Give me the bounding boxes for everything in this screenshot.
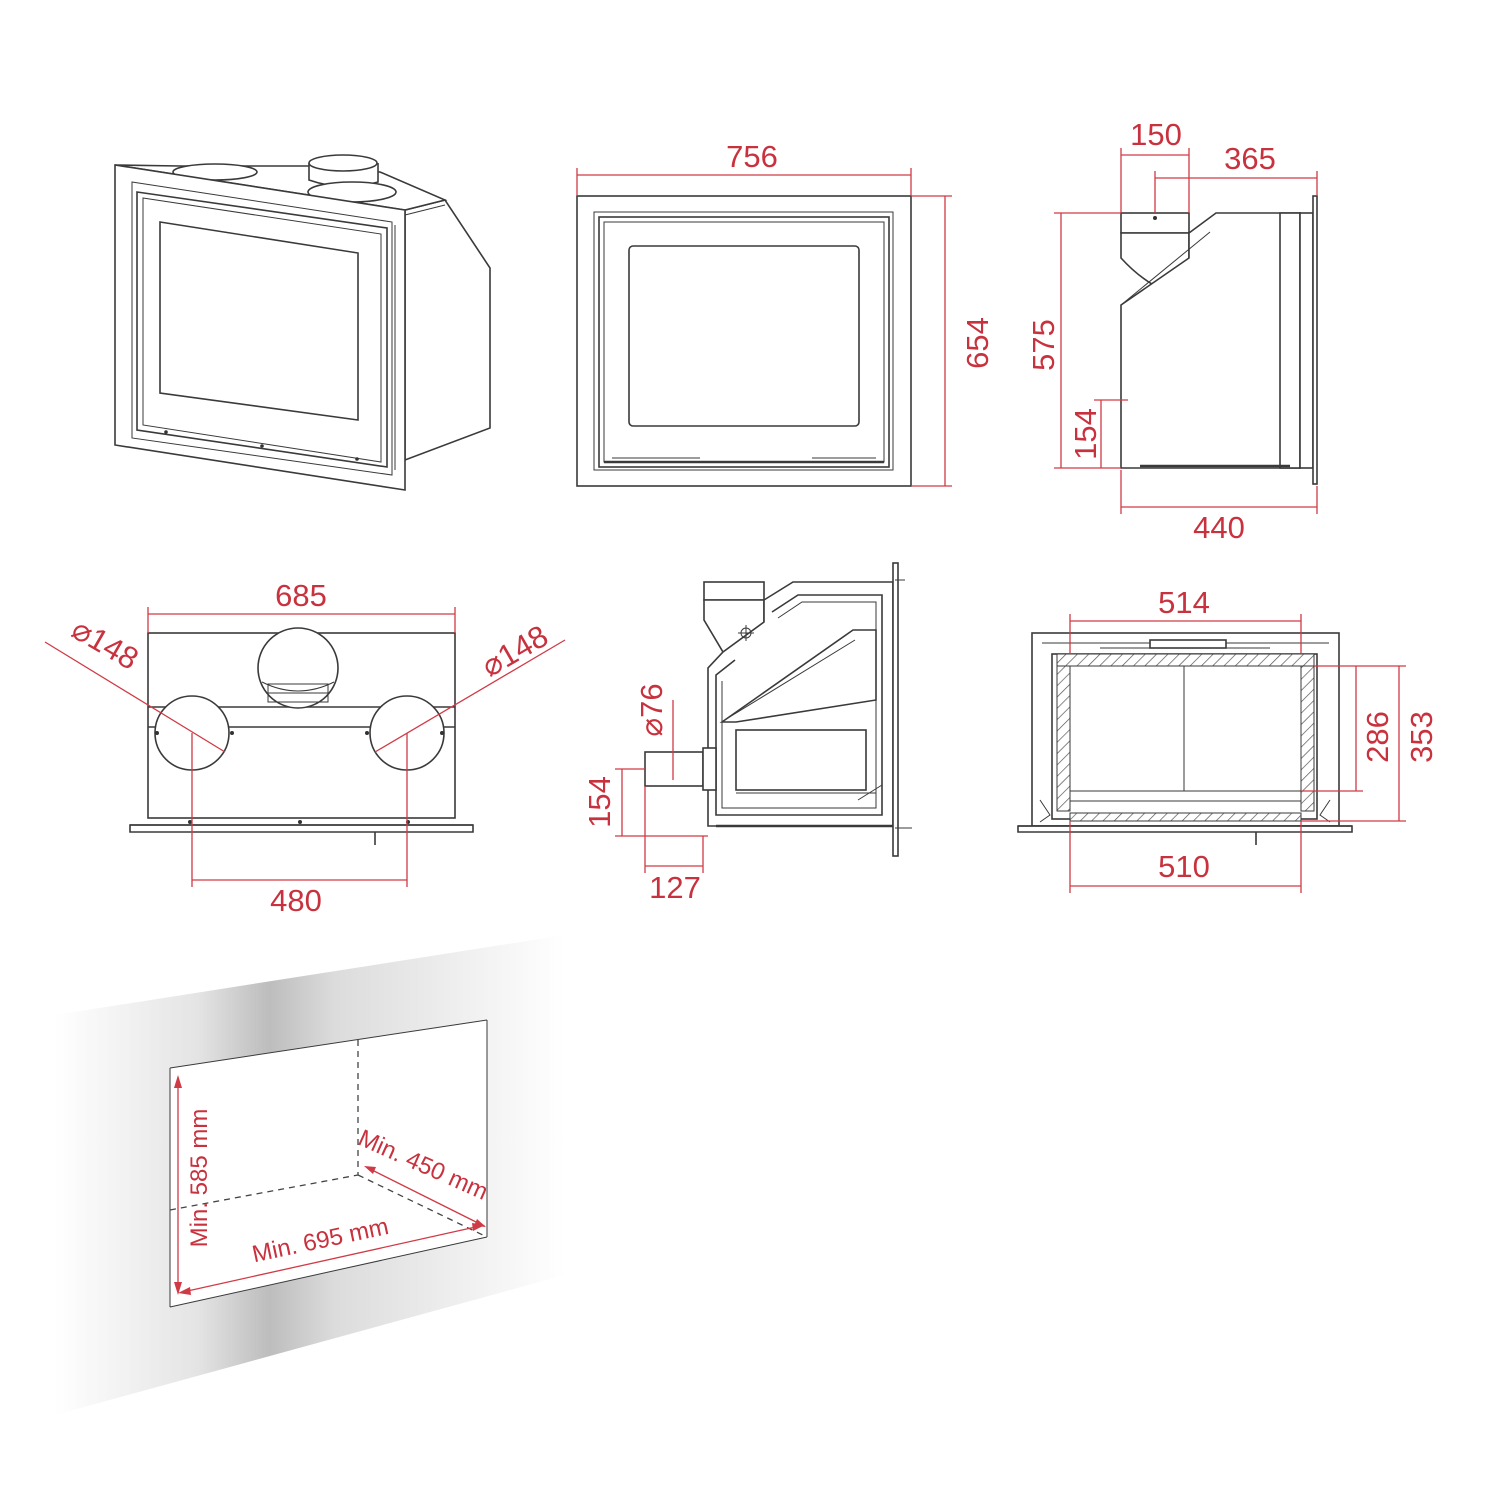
niche-view: Min. 585 mm Min. 450 mm Min. 695 mm [55,935,565,1415]
side-depth-label: 440 [1193,510,1245,545]
side-height-label: 575 [1026,319,1061,371]
firebox-bottom-width-label: 510 [1158,849,1210,884]
top-right-diameter-label: ⌀148 [476,618,554,684]
front-view: 756 654 [576,139,995,487]
top-width-label: 685 [275,578,327,613]
section-inlet-offset-label: 127 [649,870,701,905]
side-flue-width-label: 150 [1130,117,1182,152]
firebox-inner-height-label: 286 [1360,711,1395,763]
firebox-top-width-label: 514 [1158,585,1210,620]
side-view: 150 365 575 154 440 [1026,117,1318,545]
front-width-label: 756 [726,139,778,174]
top-left-diameter-label: ⌀148 [66,611,144,677]
section-view: ⌀76 154 127 [582,562,912,905]
section-inlet-height-label: 154 [582,776,617,828]
section-inlet-diameter-label: ⌀76 [634,683,669,736]
firebox-view: 514 286 353 510 [1017,585,1439,893]
niche-min-height-label: Min. 585 mm [186,1109,213,1248]
front-height-label: 654 [960,317,995,369]
firebox-outer-height-label: 353 [1404,711,1439,763]
side-flue-offset-label: 365 [1224,141,1276,176]
top-view: 685 ⌀148 ⌀148 480 [44,578,566,918]
side-inlet-height-label: 154 [1068,408,1103,460]
perspective-view [114,154,491,491]
top-inlet-spacing-label: 480 [270,883,322,918]
